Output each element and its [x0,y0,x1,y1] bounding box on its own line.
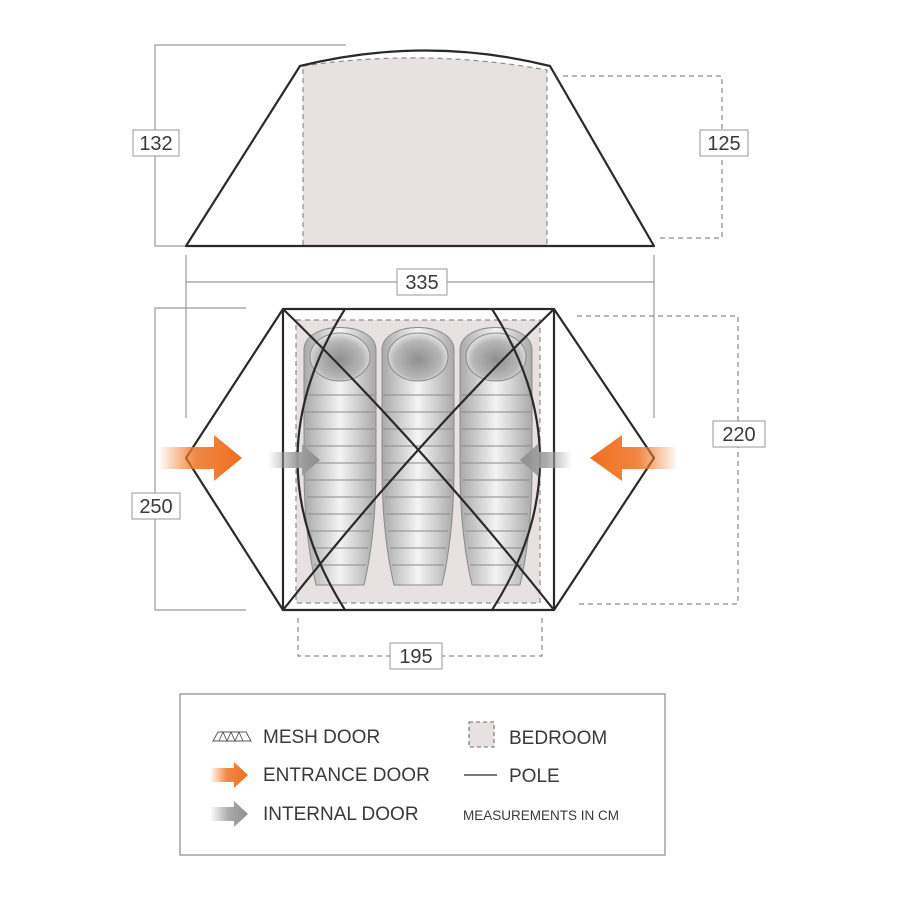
length-inner-guide [297,618,543,657]
mesh-door-icon [212,730,252,743]
legend-mesh-door-label: MESH DOOR [263,727,380,748]
entrance-door-arrow-icon [210,762,248,788]
sleeping-bags [303,327,533,586]
internal-door-arrow-icon [268,444,320,476]
width-outer-guide [154,307,246,611]
sleeping-bag [381,327,455,586]
legend-measurements-note: MEASUREMENTS IN CM [463,808,619,823]
length-dimension: 335 [185,255,655,418]
dimension-label-195: 195 [399,646,432,668]
internal-door-arrow-icon [520,444,572,476]
legend-bedroom-label: BEDROOM [509,728,607,749]
dimension-label-125: 125 [707,133,740,155]
dimension-label-220: 220 [722,424,755,446]
legend-entrance-door-label: ENTRANCE DOOR [263,765,430,786]
dimension-label-335: 335 [405,272,438,294]
cross-pole-b [282,308,555,611]
flysheet-side-outline [184,49,656,248]
dimension-label-132: 132 [139,133,172,155]
legend: MESH DOOR ENTRANCE DOOR INTERNAL DOOR BE… [179,693,666,856]
side-elevation: 132 125 [132,44,749,248]
legend-internal-door-label: INTERNAL DOOR [263,804,419,825]
entrance-door-arrow-icon [590,435,678,481]
bedroom-side-fill [303,57,547,247]
bedroom-swatch-icon [468,721,495,748]
internal-door-arrow-icon [210,801,248,827]
legend-pole-label: POLE [509,766,560,787]
height-inner-guide [563,75,723,239]
floor-plan: 250 220 195 [131,307,766,670]
legend-box [179,693,666,856]
dimension-label-250: 250 [139,496,172,518]
entrance-door-arrow-icon [158,435,242,481]
bedroom-side-outline [302,57,548,247]
